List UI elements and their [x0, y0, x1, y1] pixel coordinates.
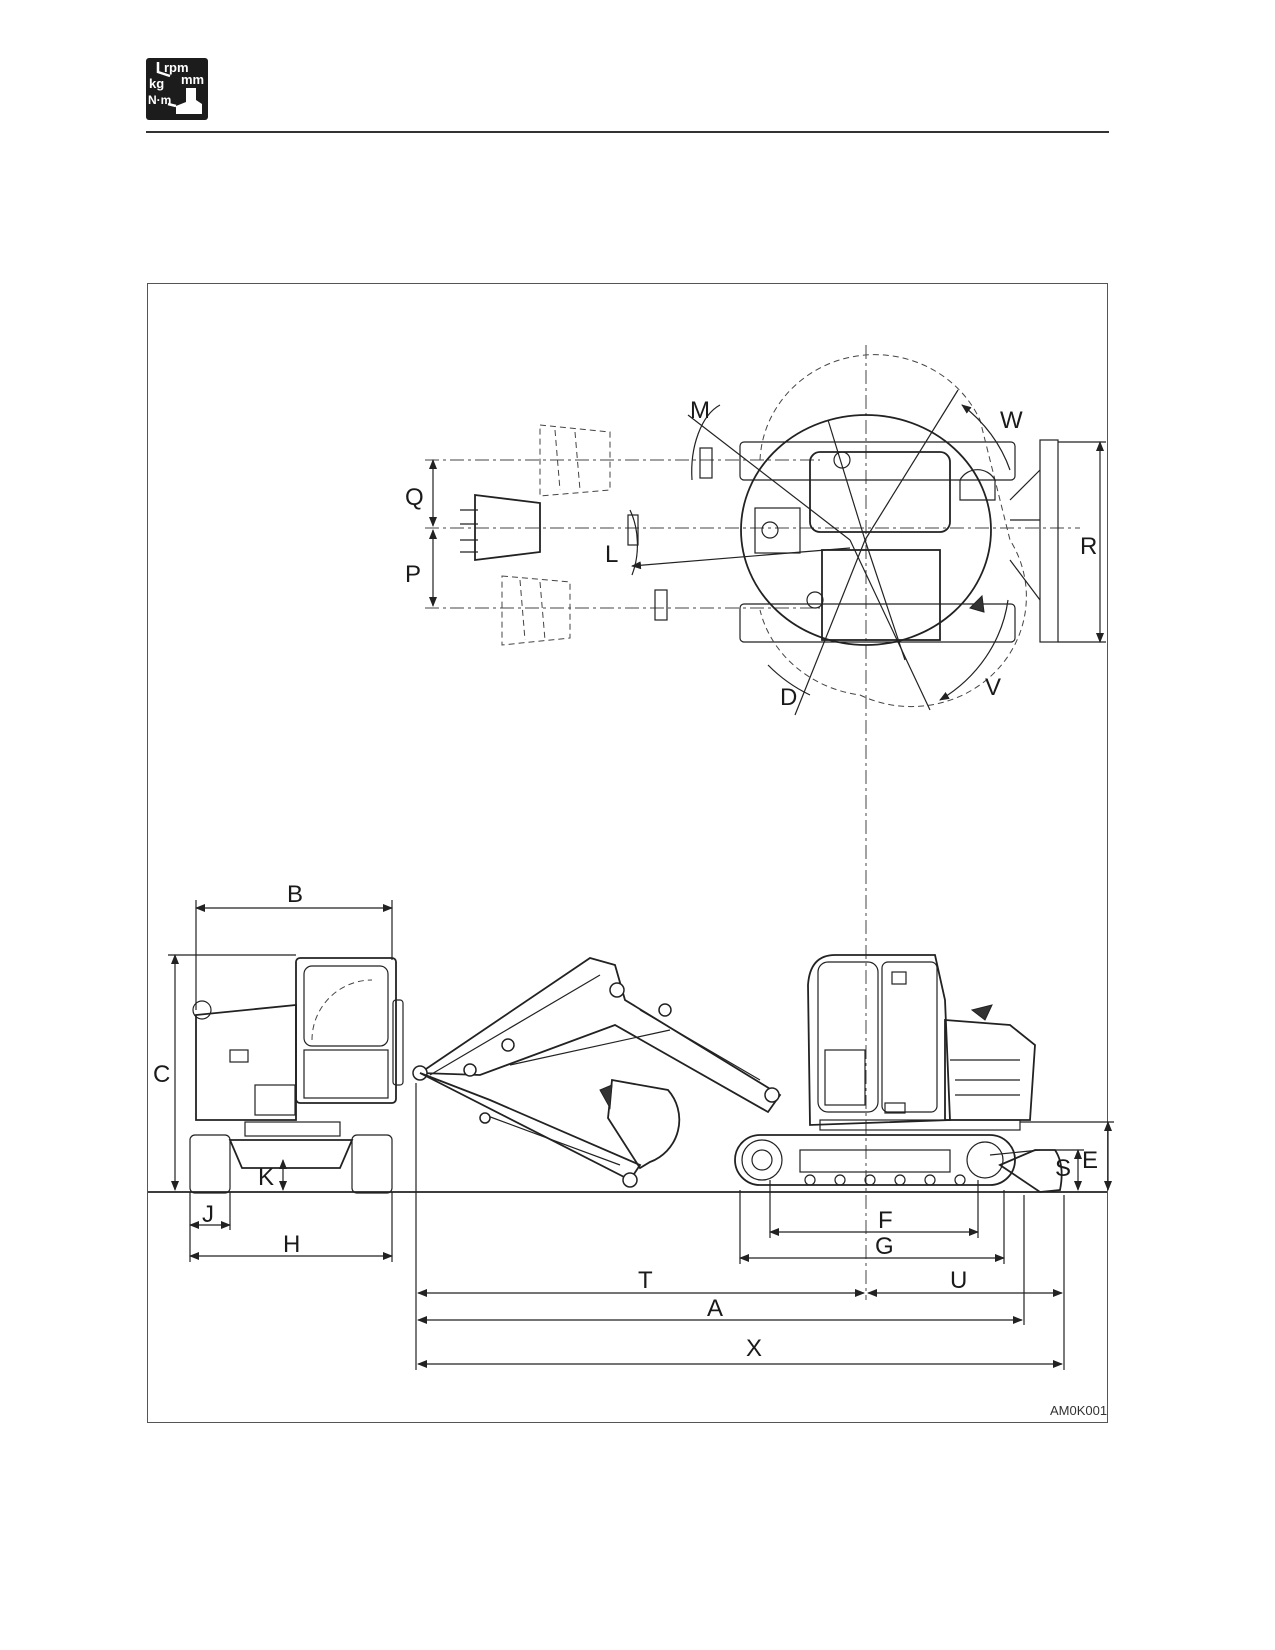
sprocket	[741, 1139, 783, 1181]
label-c: C	[153, 1061, 170, 1088]
upper-track	[739, 441, 1016, 481]
excavator-glyph	[156, 62, 202, 114]
logo-nm: N·m	[148, 93, 172, 107]
label-a: A	[707, 1295, 723, 1322]
front-view: B C K J H	[148, 881, 1107, 1262]
figure-code: AM0K001	[1050, 1403, 1107, 1418]
label-d: D	[780, 684, 797, 711]
label-q: Q	[405, 484, 424, 511]
label-m: M	[690, 397, 710, 424]
label-k: K	[258, 1164, 274, 1191]
label-p: P	[405, 561, 421, 588]
label-j: J	[202, 1201, 214, 1228]
offset-arrow-l	[631, 547, 851, 570]
front-cab	[295, 957, 397, 1104]
logo-mm: mm	[181, 72, 205, 87]
label-x: X	[746, 1335, 762, 1362]
engine-hood	[821, 549, 941, 641]
bucket-offset-left	[539, 424, 713, 497]
dozer-blade-top	[1039, 439, 1059, 643]
engine-housing	[944, 1019, 1036, 1121]
logo-rpm: rpm	[164, 60, 189, 75]
idler	[966, 1141, 1004, 1179]
label-s: S	[1055, 1155, 1071, 1182]
dozer-blade-side	[998, 1149, 1063, 1193]
top-view: M W Q P L R D V	[405, 345, 1106, 1300]
label-l: L	[605, 541, 618, 568]
lower-track	[739, 603, 1016, 643]
spec-units-icon: rpm mm kg N·m	[146, 58, 208, 120]
logo-kg: kg	[149, 76, 165, 91]
bucket	[607, 1078, 681, 1170]
bucket-centered	[460, 493, 639, 562]
label-g: G	[875, 1233, 894, 1260]
arm	[419, 1072, 642, 1182]
left-track-front	[189, 1134, 231, 1194]
boom	[417, 957, 782, 1114]
label-w: W	[1000, 407, 1023, 434]
figure-frame	[147, 283, 1108, 1423]
track-rollers	[804, 1174, 966, 1186]
side-cab	[807, 954, 951, 1126]
upper-structure-outline	[740, 414, 992, 646]
label-f: F	[878, 1207, 893, 1234]
side-view: F G E S T U A X	[412, 954, 1114, 1370]
label-h: H	[283, 1231, 300, 1258]
bucket-offset-right	[501, 575, 668, 646]
label-b: B	[287, 881, 303, 908]
header-rule	[146, 131, 1109, 133]
label-r: R	[1080, 533, 1097, 560]
label-t: T	[638, 1267, 653, 1294]
front-body	[195, 1004, 297, 1121]
label-e: E	[1082, 1147, 1098, 1174]
right-track-front	[351, 1134, 393, 1194]
label-u: U	[950, 1267, 967, 1294]
label-v: V	[985, 674, 1001, 701]
cab-roof	[809, 451, 951, 533]
crawler-track	[734, 1134, 1016, 1186]
